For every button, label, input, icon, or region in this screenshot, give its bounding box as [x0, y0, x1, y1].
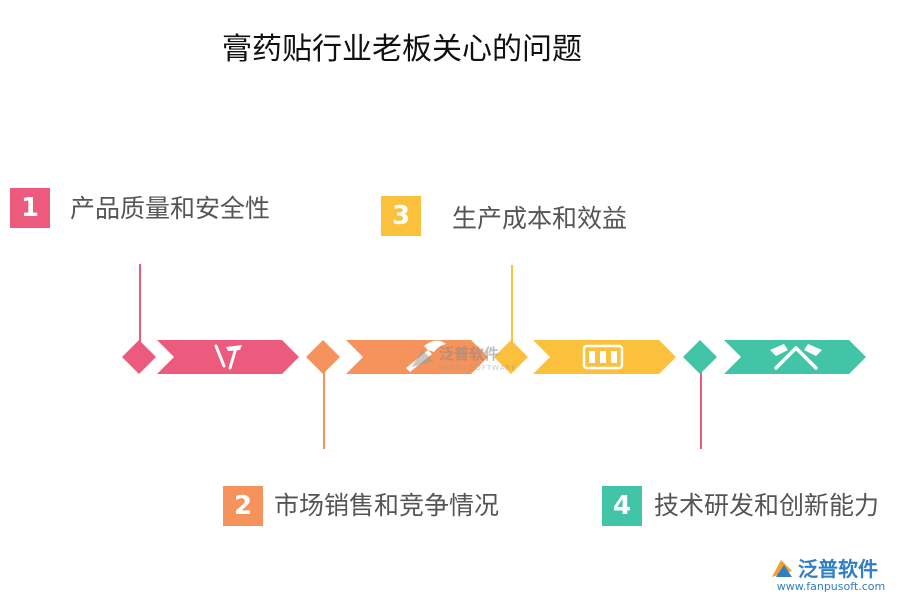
label-4: 技术研发和创新能力 [654, 491, 880, 520]
diamond-1 [122, 340, 156, 374]
diamond-4 [683, 340, 717, 374]
hammers-icon [770, 344, 822, 370]
diamond-2 [306, 340, 340, 374]
brand-logo: 泛普软件 www.fanpusoft.com [770, 553, 892, 593]
bricks-icon [582, 344, 624, 370]
badge-2: 2 [223, 486, 263, 526]
fanpu-logo-icon [412, 349, 434, 367]
fanpu-logo-icon [772, 559, 792, 577]
connector-2 [323, 372, 325, 449]
connector-3 [511, 265, 513, 345]
connector-1 [139, 264, 141, 344]
arrow-1 [157, 340, 299, 374]
badge-1: 1 [10, 188, 50, 228]
watermark: 泛普软件 FANPU SOFTWARE [410, 343, 517, 372]
arrow-4 [724, 340, 866, 374]
tools-icon [214, 344, 242, 370]
label-2: 市场销售和竞争情况 [274, 491, 500, 520]
watermark-name: 泛普软件 [439, 345, 500, 363]
label-3: 生产成本和效益 [452, 204, 628, 233]
watermark-sub: FANPU SOFTWARE [439, 364, 517, 372]
brand-url: www.fanpusoft.com [776, 580, 886, 593]
brand-name: 泛普软件 [798, 557, 878, 581]
badge-4: 4 [602, 486, 642, 526]
page-title: 膏药贴行业老板关心的问题 [222, 32, 582, 67]
label-1: 产品质量和安全性 [70, 194, 271, 223]
arrow-2 [346, 340, 488, 374]
connector-4 [700, 372, 702, 449]
diamond-3 [494, 340, 528, 374]
badge-3: 3 [381, 196, 421, 236]
